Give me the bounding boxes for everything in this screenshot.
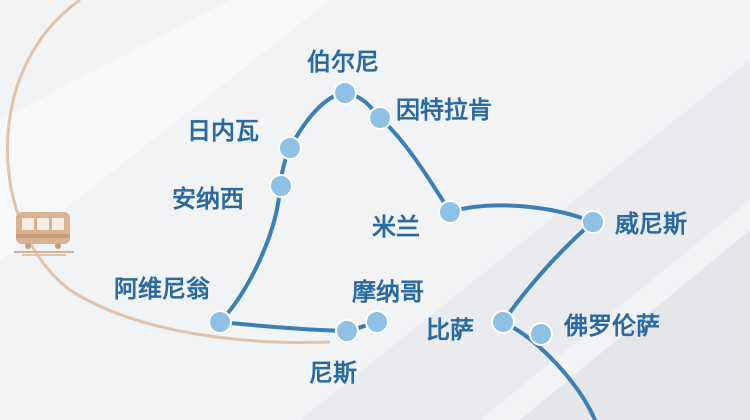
- label-pisa: 比萨: [426, 316, 474, 344]
- label-bern: 伯尔尼: [307, 48, 379, 76]
- station-bern[interactable]: [333, 81, 357, 105]
- journey-arc: [6, 0, 331, 344]
- station-interlaken[interactable]: [368, 106, 392, 130]
- label-geneva: 日内瓦: [187, 117, 259, 145]
- label-monaco: 摩纳哥: [352, 278, 424, 306]
- station-geneva[interactable]: [278, 136, 302, 160]
- stations: [208, 81, 605, 346]
- label-nice: 尼斯: [309, 359, 357, 387]
- label-interlaken: 因特拉肯: [396, 96, 492, 124]
- station-avignon[interactable]: [208, 310, 232, 334]
- station-venice[interactable]: [581, 210, 605, 234]
- label-venice: 威尼斯: [615, 210, 687, 238]
- station-labels: 伯尔尼 因特拉肯 日内瓦 安纳西 米兰 威尼斯 阿维尼翁 摩纳哥 尼斯 比萨 佛…: [114, 48, 687, 387]
- station-annecy[interactable]: [269, 174, 293, 198]
- station-milan[interactable]: [438, 200, 462, 224]
- station-florence[interactable]: [529, 322, 553, 346]
- station-pisa[interactable]: [491, 310, 515, 334]
- train-icon: [14, 212, 74, 256]
- label-annecy: 安纳西: [172, 185, 244, 213]
- station-nice[interactable]: [335, 319, 359, 343]
- label-milan: 米兰: [372, 213, 420, 241]
- station-monaco[interactable]: [365, 310, 389, 334]
- label-avignon: 阿维尼翁: [114, 275, 210, 303]
- label-florence: 佛罗伦萨: [563, 312, 660, 340]
